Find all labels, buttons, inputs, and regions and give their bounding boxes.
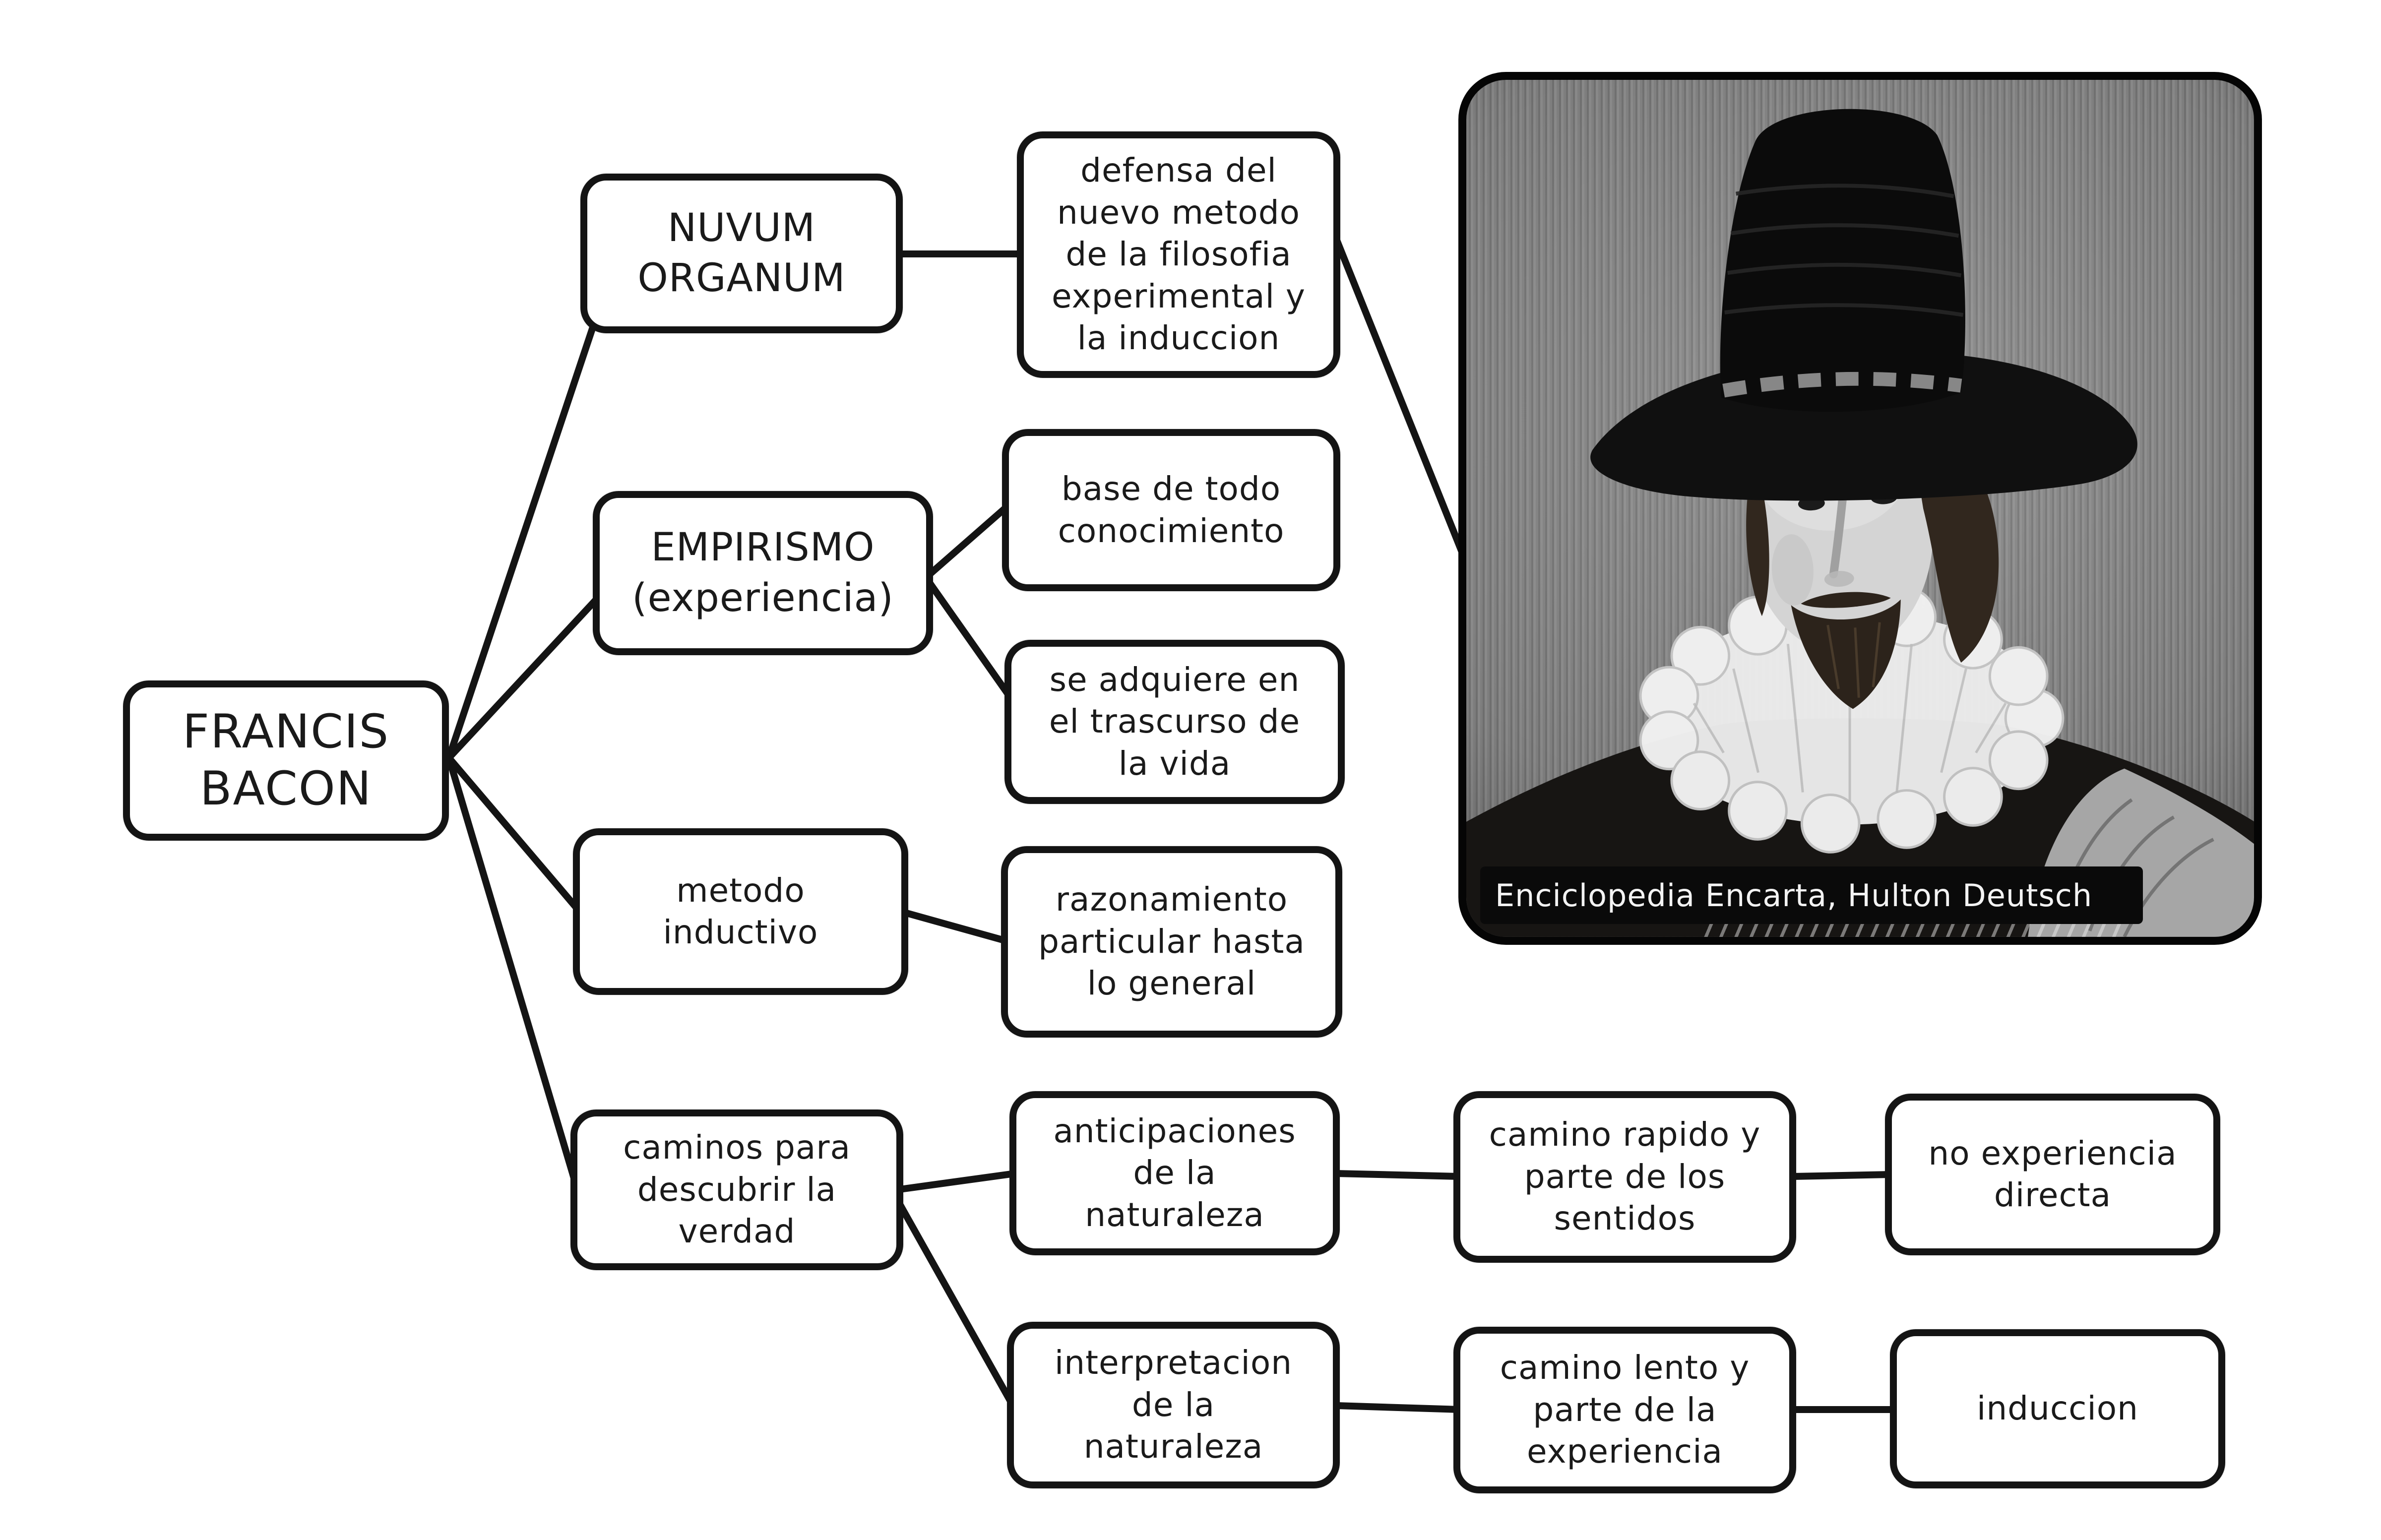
francis-bacon-portrait-illustration bbox=[1466, 109, 2254, 937]
node-defensa-nuevo-metodo: defensa del nuevo metodo de la filosofia… bbox=[1017, 131, 1340, 378]
node-metodo-inductivo: metodo inductivo bbox=[573, 828, 908, 995]
francis-bacon-portrait: Enciclopedia Encarta, Hulton Deutsch bbox=[1458, 72, 2262, 945]
node-anticipaciones-naturaleza: anticipaciones de la naturaleza bbox=[1009, 1091, 1340, 1255]
node-francis-bacon: FRANCIS BACON bbox=[123, 680, 449, 841]
node-razonamiento-particular: razonamiento particular hasta lo general bbox=[1001, 846, 1342, 1038]
node-nuvum-organum: NUVUM ORGANUM bbox=[580, 174, 903, 333]
node-camino-lento: camino lento y parte de la experiencia bbox=[1453, 1327, 1796, 1493]
node-base-conocimiento: base de todo conocimiento bbox=[1002, 429, 1340, 591]
node-interpretacion-naturaleza: interpretacion de la naturaleza bbox=[1007, 1322, 1340, 1488]
node-se-adquiere-vida: se adquiere en el trascurso de la vida bbox=[1004, 640, 1345, 804]
portrait-caption: Enciclopedia Encarta, Hulton Deutsch bbox=[1480, 866, 2143, 924]
node-camino-rapido: camino rapido y parte de los sentidos bbox=[1453, 1091, 1796, 1263]
node-caminos-verdad: caminos para descubrir la verdad bbox=[570, 1109, 903, 1270]
hat bbox=[1590, 109, 2137, 501]
node-induccion: induccion bbox=[1890, 1329, 2225, 1488]
node-no-experiencia-directa: no experiencia directa bbox=[1885, 1094, 2220, 1255]
node-empirismo: EMPIRISMO (experiencia) bbox=[593, 491, 933, 655]
